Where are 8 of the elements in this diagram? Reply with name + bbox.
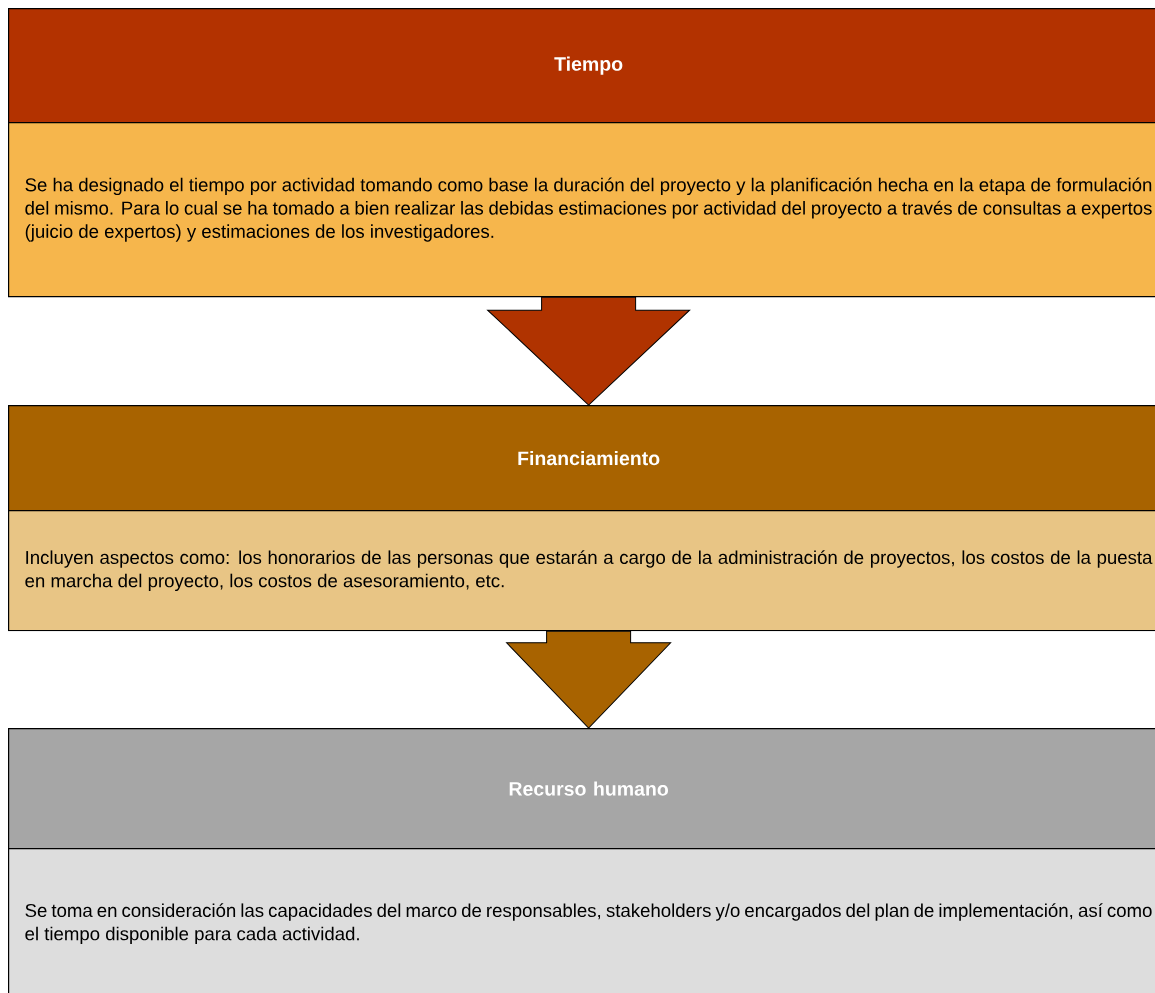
text-box: Se toma en consideración las capacidades del marco de responsables, stakeholders y/o encargados del plan de implementación, así como el tiempo disponible para cada actividad. [8, 848, 1155, 993]
header-band: Tiempo [8, 8, 1155, 124]
header-band: Recurso humano [8, 728, 1155, 850]
block-arrow [506, 630, 672, 729]
block-arrow [487, 296, 691, 406]
header-band: Financiamiento [8, 405, 1155, 512]
text-box: Incluyen aspectos como: los honorarios de las personas que estarán a cargo de la administración de proyectos, los costos de la puesta en marcha del proyecto, los costos de asesoramiento, etc. [8, 510, 1155, 632]
text-box: Se ha designado el tiempo por actividad tomando como base la duración del proyecto y la planificación hecha en la etapa de formulación del mismo. Para lo cual se ha tomado a bien realizar las debidas estimaciones por actividad del proyecto a través de consultas a expertos (juicio de expertos) y estimaciones de los investigadores. [8, 122, 1155, 298]
